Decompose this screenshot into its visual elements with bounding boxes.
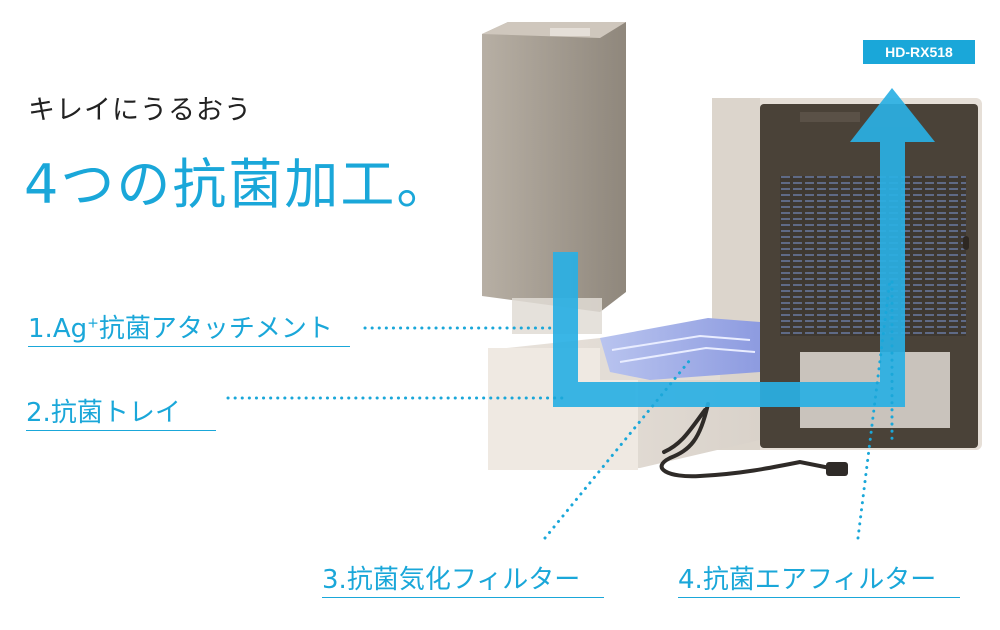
feature-1-prefix: Ag	[52, 314, 88, 344]
feature-2-label: 2.抗菌トレイ	[26, 392, 181, 429]
humidifier-body	[712, 98, 982, 450]
power-cord	[659, 402, 848, 479]
feature-4-label: 4.抗菌エアフィルター	[678, 559, 936, 596]
feature-2-underline	[26, 430, 216, 431]
feature-3-number: 3.	[322, 565, 347, 595]
feature-4-underline	[678, 597, 960, 598]
model-badge: HD-RX518	[863, 40, 975, 64]
feature-1-superscript: +	[87, 315, 99, 332]
vaporizing-filter	[600, 318, 760, 380]
tagline: キレイにうるおう	[28, 95, 252, 126]
feature-1-text: 抗菌アタッチメント	[98, 314, 333, 344]
feature-4-number: 4.	[678, 565, 703, 595]
feature-2-number: 2.	[26, 398, 51, 428]
feature-3-underline	[322, 597, 604, 598]
feature-2-text: 抗菌トレイ	[50, 398, 181, 428]
feature-1-underline	[28, 346, 350, 347]
airflow-arrow	[553, 88, 935, 407]
feature-3-text: 抗菌気化フィルター	[346, 565, 581, 595]
feature-1-number: 1.	[28, 314, 53, 344]
feature-1-label: 1.Ag+抗菌アタッチメント	[28, 308, 333, 345]
feature-4-text: 抗菌エアフィルター	[702, 565, 937, 595]
leader-lines	[226, 278, 894, 540]
headline: 4つの抗菌加工。	[24, 153, 453, 216]
feature-3-label: 3.抗菌気化フィルター	[322, 559, 580, 596]
